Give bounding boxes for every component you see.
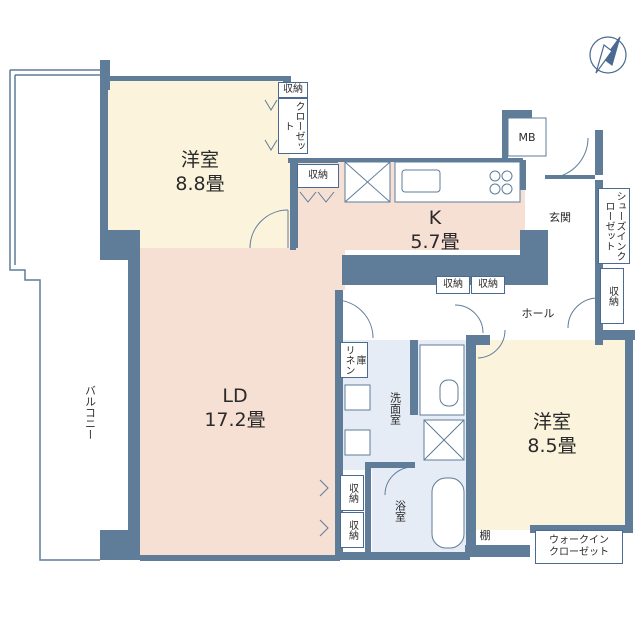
linen-text: リネン — [343, 345, 354, 375]
mb-label: MB — [518, 131, 536, 144]
western-room-2-label: 洋室 8.5畳 — [527, 411, 577, 457]
kitchen-label: K 5.7畳 — [410, 207, 460, 253]
bath-text: 浴室 — [393, 500, 407, 522]
washroom-label: 洗面室 — [384, 392, 406, 429]
western-room-1-floor — [108, 80, 290, 248]
entrance-label: 玄関 — [549, 211, 571, 224]
linen-store-label: リネン 庫 — [340, 342, 368, 378]
wash-fixtures — [344, 344, 465, 549]
storage-label-2: 収納 — [297, 164, 339, 188]
balcony-label: バルコニー — [80, 385, 100, 444]
storage-label-5: 収納 — [600, 268, 624, 324]
ld-label: LD 17.2畳 — [204, 385, 266, 431]
storage-label-3: 収納 — [436, 276, 470, 294]
storage-label-6: 収納 — [340, 475, 364, 511]
storage-text-5: 収納 — [606, 286, 618, 306]
washroom-text: 洗面室 — [388, 392, 402, 425]
balcony-outline — [9, 69, 100, 561]
storage-label-1: 収納 — [278, 82, 308, 98]
shoe-closet-text: シューズインクローゼット — [603, 191, 625, 261]
compass-north-icon — [589, 36, 627, 74]
storage-text-7: 収納 — [346, 520, 358, 540]
walk-in-closet-text-2: クローゼット — [549, 547, 609, 558]
walk-in-closet-text-1: ウォークイン — [549, 535, 609, 546]
walk-in-closet-label: ウォークイン クローゼット — [535, 530, 623, 564]
bath-label: 浴室 — [390, 500, 410, 526]
kitchen-counter — [344, 161, 521, 203]
balcony-text: バルコニー — [83, 385, 97, 440]
storage-label-4: 収納 — [471, 276, 505, 294]
mb-box — [507, 117, 547, 157]
closet-doors — [264, 99, 335, 537]
western-room-2-floor — [476, 340, 632, 530]
storage-text-6: 収納 — [346, 483, 358, 503]
shelf-label: 棚 — [479, 529, 491, 542]
western-room-1-label: 洋室 8.8畳 — [175, 149, 225, 195]
linen-store-text: 庫 — [354, 355, 365, 365]
door-swings — [249, 137, 599, 496]
storage-label-7: 収納 — [340, 512, 364, 548]
shoe-closet-label: シューズインクローゼット — [598, 188, 630, 264]
closet-label: クローゼット — [278, 98, 308, 154]
ld-floor — [140, 248, 345, 560]
hall-label: ホール — [521, 307, 555, 320]
closet-text: クローゼット — [282, 101, 304, 151]
